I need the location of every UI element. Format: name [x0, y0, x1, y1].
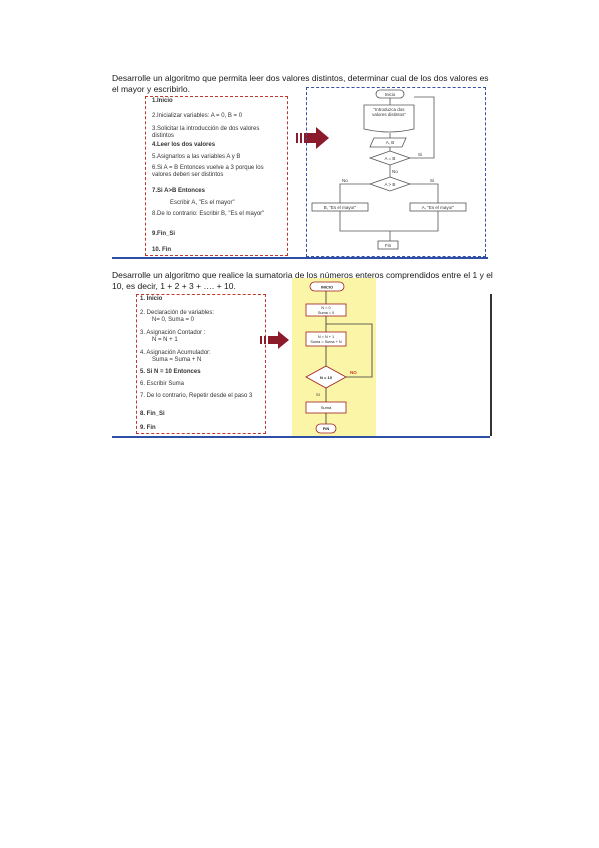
exercise2-steps-box — [136, 294, 266, 434]
ex2-step-3b: N = N + 1 — [152, 337, 178, 343]
ex2-step-4b: Suma = Suma + N — [152, 357, 202, 363]
ex2-flow-no: NO — [350, 370, 357, 375]
ex2-step-6: 6. Escribir Suma — [140, 381, 185, 387]
ex1-flow-start: Inicio — [385, 92, 396, 97]
ex2-step-2: 2. Declaración de variables: — [140, 310, 215, 316]
exercise1-intro: Desarrolle un algoritmo que permita leer… — [112, 73, 489, 94]
ex1-step-7: 7.Si A>B Entonces — [152, 188, 205, 194]
ex1-step-4: 4.Leer los dos valores — [152, 142, 216, 148]
ex1-flow-cond2-yes: Si — [430, 178, 434, 183]
ex1-flow-no: No — [392, 169, 398, 174]
ex1-flow-cond1-yes: Si — [418, 152, 422, 157]
ex1-step-7-write: Escribir A, "Es el mayor" — [170, 200, 235, 206]
ex1-step-3: 3.Solicitar la introducción de dos valor… — [152, 126, 260, 139]
ex1-step-1: 1.Inicio — [152, 98, 173, 104]
ex2-flow-assign: N = N + 1 Suma = Suma + N — [310, 335, 342, 344]
ex2-step-2b: N= 0, Suma = 0 — [152, 317, 195, 323]
ex1-flow-out-a: A, "Es el mayor" — [422, 205, 455, 210]
ex2-flow-yes: SI — [316, 392, 320, 397]
ex2-flow-end: FIN — [323, 426, 330, 431]
ex1-step-6: 6.Si A = B Entonces vuelve a 3 porque lo… — [152, 165, 264, 178]
exercise1-steps-box — [145, 96, 288, 256]
ex2-flow-start: INICIO — [321, 285, 333, 290]
ex2-step-4: 4. Asignación Acumulador: — [140, 350, 211, 356]
ex2-step-1: 1. Inicio — [140, 296, 163, 302]
ex2-flow-out: Suma — [321, 405, 332, 410]
exercise2-flowchart: INICIO N = 10 NO SI Suma FIN — [305, 281, 373, 434]
ex1-flow-out-b: B, "Es el mayor" — [324, 205, 357, 210]
arrow-right-icon — [296, 127, 329, 149]
ex1-step-2: 2.Inicializar variables: A = 0, B = 0 — [152, 113, 243, 119]
ex1-step-10: 10. Fin — [152, 247, 172, 253]
ex1-step-9: 9.Fin_Si — [152, 231, 176, 237]
exercise1-flowchart: Inicio A, B A = B Si No A > B No Si B, "… — [311, 89, 467, 250]
ex2-flow-cond: N = 10 — [320, 375, 333, 380]
arrow-right-icon — [260, 331, 289, 349]
ex1-flow-end: Fin — [385, 243, 392, 248]
ex1-flow-prompt: "Introduzca dos valores distintos" — [372, 107, 406, 117]
ex1-flow-cond2-no: No — [342, 178, 348, 183]
divider-line — [112, 257, 488, 259]
ex1-step-5: 5.Asignarlos a las variables A y B — [152, 154, 241, 160]
ex2-step-5: 5. Si N = 10 Entonces — [140, 369, 201, 375]
ex2-step-8: 8. Fin_Si — [140, 411, 165, 417]
ex1-flow-read: A, B — [386, 140, 395, 145]
ex1-step-8: 8.De lo contrario: Escribir B, "Es el ma… — [152, 211, 265, 217]
ex2-step-3: 3. Asignación Contador : — [140, 330, 206, 336]
ex1-flow-cond2: A > B — [385, 182, 396, 187]
ex2-step-7: 7. De lo contrario, Repetir desde el pas… — [140, 393, 253, 399]
right-divider — [490, 294, 492, 436]
bottom-divider-line — [112, 436, 490, 438]
exercise2-intro: Desarrolle un algoritmo que realice la s… — [112, 270, 493, 291]
ex1-flow-cond1: A = B — [385, 156, 396, 161]
ex2-step-9: 9. Fin — [140, 425, 156, 431]
exercise1-flowchart-box — [306, 87, 486, 257]
ex2-flow-init: N = 0 Suma = 0 — [317, 306, 335, 315]
